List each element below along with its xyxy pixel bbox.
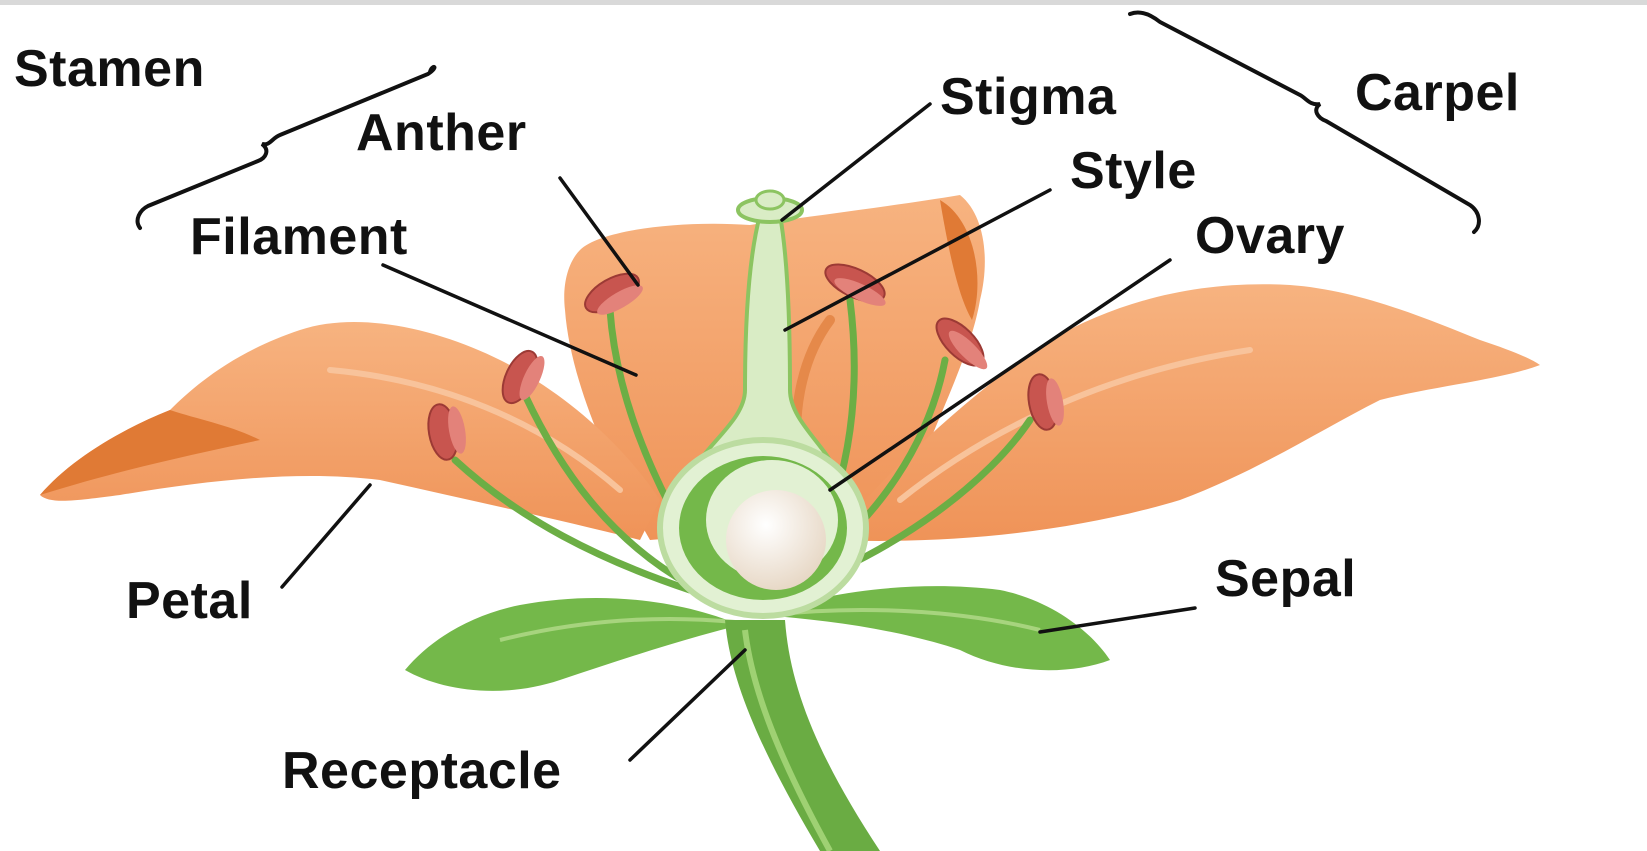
- label-ovary: Ovary: [1195, 207, 1345, 265]
- sepal-left: [405, 598, 740, 691]
- stigma-line: [782, 104, 930, 220]
- petal-line: [282, 485, 370, 587]
- label-receptacle: Receptacle: [282, 742, 562, 800]
- label-anther: Anther: [356, 104, 527, 162]
- label-carpel: Carpel: [1355, 64, 1520, 122]
- label-stamen: Stamen: [14, 40, 205, 98]
- label-petal: Petal: [126, 572, 253, 630]
- ovule: [726, 490, 826, 590]
- label-sepal: Sepal: [1215, 550, 1356, 608]
- receptacle-line: [630, 650, 745, 760]
- label-filament: Filament: [190, 208, 408, 266]
- label-style: Style: [1070, 142, 1197, 200]
- label-stigma: Stigma: [940, 68, 1116, 126]
